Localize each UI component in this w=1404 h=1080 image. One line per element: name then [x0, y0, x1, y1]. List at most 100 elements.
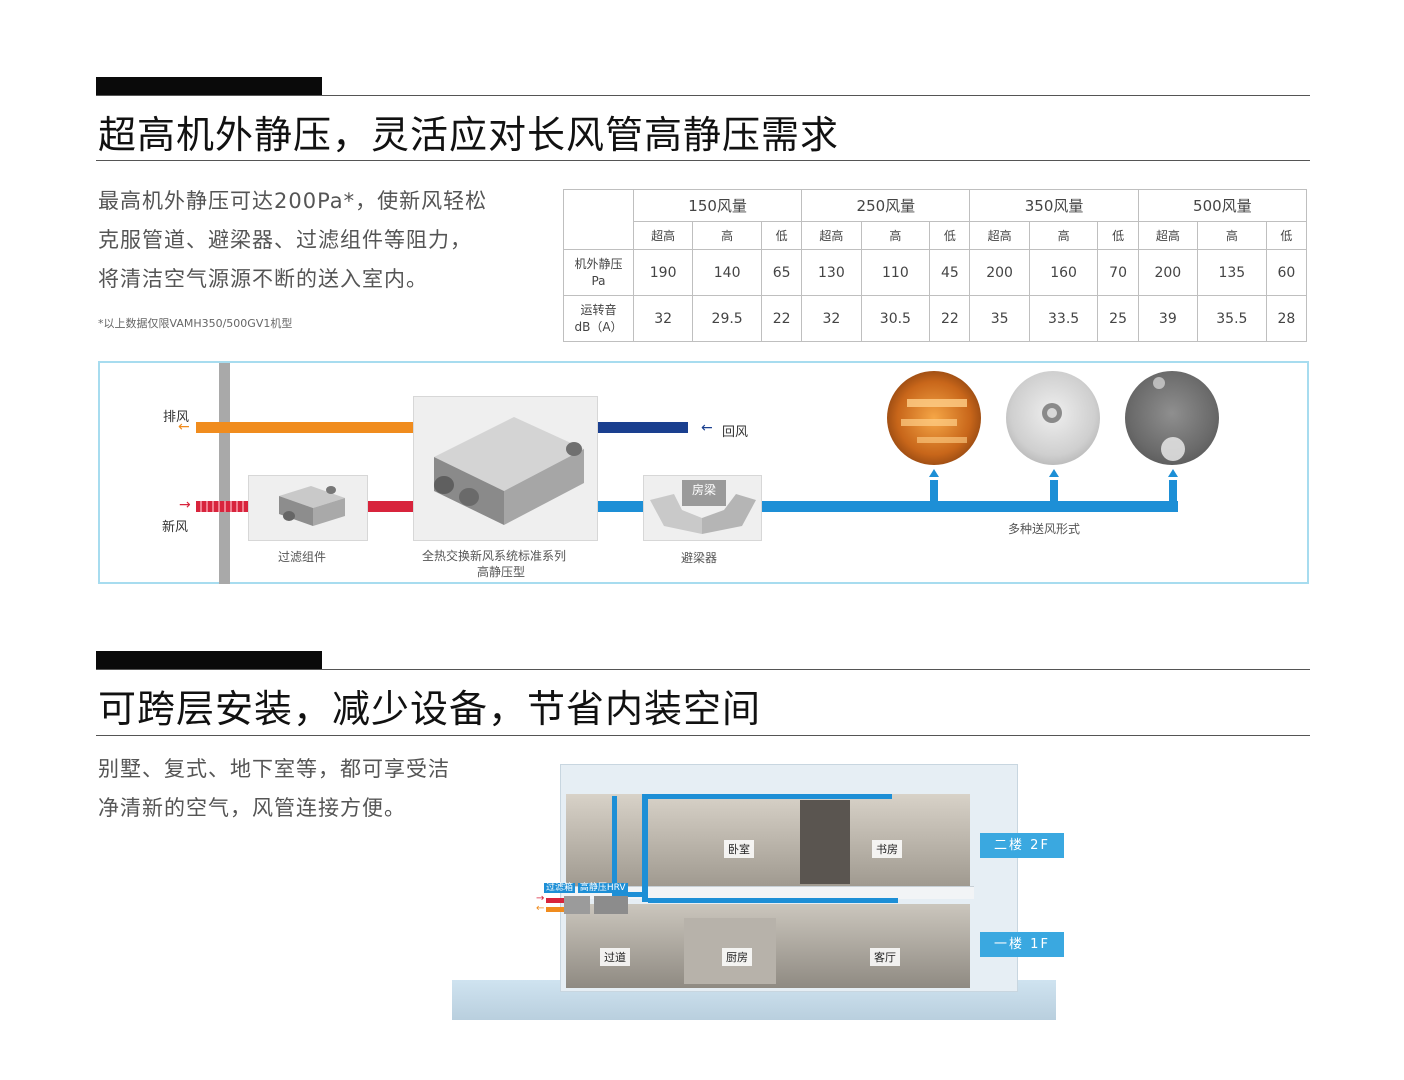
hrv-unit-icon — [434, 417, 584, 525]
wall — [219, 363, 230, 584]
house-arrow-icon: → — [536, 893, 545, 904]
table-cell: 200 — [1137, 249, 1198, 296]
airflow-diagram: ← 排风 → 新风 过滤组件 全热交换新风系统标准系列 高静压型 ← 回风 — [98, 361, 1309, 584]
upper-supply-duct — [642, 794, 892, 799]
model-note: *以上数据仅限VAMH350/500GV1机型 — [98, 317, 293, 330]
table-level-header: 超高 — [632, 221, 694, 250]
supply-form-photo-round-diffuser — [1006, 371, 1100, 465]
paragraph-line: 净清新的空气，风管连接方便。 — [98, 796, 406, 820]
hrv-unit-label-line1: 全热交换新风系统标准系列 — [422, 549, 567, 563]
filter-label: 过滤组件 — [278, 550, 327, 564]
table-cell: 140 — [692, 249, 762, 296]
table-cell: 110 — [860, 249, 931, 296]
table-corner-cell — [563, 189, 634, 250]
table-cell: 22 — [929, 295, 971, 342]
vertical-supply-duct — [642, 796, 648, 902]
floor-tag-2f: 二楼 2F — [980, 833, 1064, 858]
exhaust-duct — [196, 422, 414, 433]
table-level-header: 高 — [1028, 221, 1099, 250]
floor-tag-1f: 一楼 1F — [980, 932, 1064, 957]
beam-avoider-box — [643, 475, 762, 541]
table-cell: 130 — [801, 249, 862, 296]
section1-paragraph: 最高机外静压可达200Pa*，使新风轻松 克服管道、避梁器、过滤组件等阻力， 将… — [98, 182, 487, 299]
row-header-line: Pa — [591, 273, 606, 288]
supply-duct-1 — [598, 501, 643, 512]
lower-supply-duct — [648, 898, 898, 903]
table-cell: 22 — [760, 295, 803, 342]
table-cell: 33.5 — [1028, 295, 1099, 342]
paragraph-line: 将清洁空气源源不断的送入室内。 — [98, 267, 428, 291]
table-cell: 39 — [1137, 295, 1198, 342]
section2-bottom-rule — [96, 735, 1310, 736]
table-cell: 32 — [801, 295, 862, 342]
house-arrow-icon: ← — [536, 903, 545, 914]
return-air-duct — [598, 422, 688, 433]
table-cell: 190 — [632, 249, 694, 296]
room-label-kitchen: 厨房 — [722, 948, 752, 966]
supply-riser-3 — [1169, 480, 1177, 501]
fresh-air-duct-outside — [196, 501, 248, 512]
linear-grille-icon — [901, 399, 967, 443]
table-row-header-noise: 运转音 dB（A） — [563, 295, 634, 342]
upper-floor — [566, 794, 970, 886]
section2-paragraph: 别墅、复式、地下室等，都可享受洁 净清新的空气，风管连接方便。 — [98, 750, 450, 828]
fresh-air-arrow-icon: → — [179, 497, 191, 513]
supply-up-arrow-icon — [1168, 469, 1178, 477]
supply-forms-label: 多种送风形式 — [1008, 522, 1081, 536]
house-exhaust-pipe — [546, 898, 566, 903]
floor-slab — [562, 886, 974, 899]
table-group-header: 350风量 — [969, 189, 1139, 222]
table-cell: 28 — [1265, 295, 1308, 342]
filter-unit-icon — [279, 486, 345, 526]
hrv-tag: 高静压HRV — [577, 883, 628, 893]
table-level-header: 高 — [1196, 221, 1267, 250]
table-cell: 200 — [969, 249, 1030, 296]
table-level-header: 高 — [860, 221, 931, 250]
inter-duct — [612, 892, 648, 897]
table-cell: 25 — [1097, 295, 1139, 342]
supply-up-arrow-icon — [1049, 469, 1059, 477]
table-group-header: 500风量 — [1137, 189, 1308, 222]
section2-top-rule — [96, 669, 1310, 670]
table-cell: 35 — [969, 295, 1030, 342]
hrv-unit-box — [413, 396, 598, 541]
house-fresh-pipe — [546, 907, 566, 912]
table-cell: 35.5 — [1196, 295, 1267, 342]
filter-box-unit — [564, 896, 590, 914]
table-cell: 29.5 — [692, 295, 762, 342]
section1-accent-bar — [96, 77, 322, 95]
beam-label: 房梁 — [692, 483, 717, 497]
table-level-header: 超高 — [969, 221, 1030, 250]
table-level-header: 高 — [692, 221, 762, 250]
table-group-header: 150风量 — [632, 189, 803, 222]
fresh-air-duct — [367, 501, 414, 512]
supply-up-arrow-icon — [929, 469, 939, 477]
table-group-header: 250风量 — [801, 189, 971, 222]
supply-duct-2 — [761, 501, 1178, 512]
table-level-header: 超高 — [801, 221, 862, 250]
room-label-living: 客厅 — [870, 948, 900, 966]
supply-riser-2 — [1050, 480, 1058, 501]
paragraph-line: 最高机外静压可达200Pa*，使新风轻松 — [98, 189, 488, 213]
supply-form-photo-ceiling-vent — [1125, 371, 1219, 465]
section1-title: 超高机外静压，灵活应对长风管高静压需求 — [98, 113, 840, 157]
row-header-line: dB（A） — [574, 319, 623, 334]
table-cell: 60 — [1265, 249, 1308, 296]
table-level-header: 低 — [929, 221, 971, 250]
fresh-air-label: 新风 — [162, 520, 189, 535]
paragraph-line: 克服管道、避梁器、过滤组件等阻力， — [98, 228, 472, 252]
table-cell: 160 — [1028, 249, 1099, 296]
equipment-labels: 过滤箱 高静压HRV — [544, 880, 628, 893]
beam-avoider-icon — [650, 480, 756, 534]
table-cell: 65 — [760, 249, 803, 296]
return-air-arrow-icon: ← — [701, 420, 713, 436]
house-illustration: → ← 过滤箱 高静压HRV 卧室 书房 过道 厨房 客厅 二楼 2F 一楼 1… — [452, 760, 1064, 1022]
section2-accent-bar — [96, 651, 322, 669]
spec-table: 150风量 250风量 350风量 500风量 超高 高 低 超高 高 低 超高… — [563, 189, 1308, 342]
section1-top-rule — [96, 95, 1310, 96]
exhaust-arrow-icon: ← — [178, 419, 190, 435]
paragraph-line: 别墅、复式、地下室等，都可享受洁 — [98, 757, 450, 781]
table-level-header: 低 — [1265, 221, 1308, 250]
row-header-line: 机外静压 — [574, 256, 623, 271]
section1-bottom-rule — [96, 160, 1310, 161]
